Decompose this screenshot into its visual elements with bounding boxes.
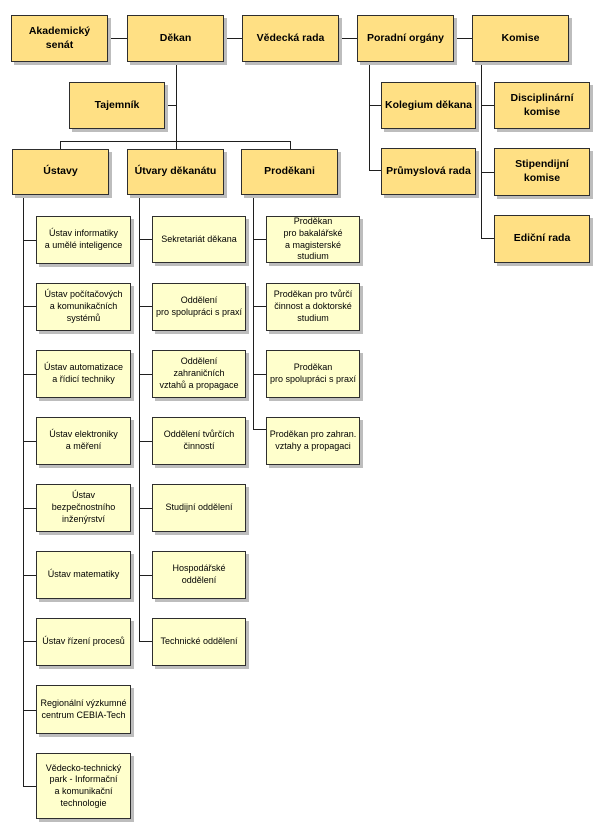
connector-prodekani-spine xyxy=(253,195,254,429)
box-utvar-3: Oddělení zahraničních vztahů a propagace xyxy=(152,350,246,398)
connector-ustavy-item-9 xyxy=(23,786,36,787)
box-prodekan-2: Proděkan pro tvůrčí činnost a doktorské … xyxy=(266,283,360,331)
box-prumyslova-rada: Průmyslová rada xyxy=(381,148,476,195)
box-ustav-3: Ústav automatizace a řídicí techniky xyxy=(36,350,131,398)
box-dekan: Děkan xyxy=(127,15,224,62)
connector-ustavy-item-8 xyxy=(23,710,36,711)
box-ustav-1: Ústav informatiky a umělé inteligence xyxy=(36,216,131,264)
box-edicni-rada: Ediční rada xyxy=(494,215,590,263)
connector-dekan-down xyxy=(176,62,177,141)
connector-prodekani-item-4 xyxy=(253,429,266,430)
box-disciplinarni-komise: Disciplinární komise xyxy=(494,82,590,129)
box-utvar-2: Oddělení pro spolupráci s praxí xyxy=(152,283,246,331)
box-ustav-8: Regionální výzkumné centrum CEBIA-Tech xyxy=(36,685,131,734)
box-tajemnik: Tajemník xyxy=(69,82,165,129)
box-utvar-4: Oddělení tvůrčích činností xyxy=(152,417,246,465)
connector-prodekani-item-2 xyxy=(253,306,266,307)
connector-komise-item-3 xyxy=(481,238,494,239)
box-ustav-7: Ústav řízení procesů xyxy=(36,618,131,666)
box-prodekani: Proděkani xyxy=(241,149,338,195)
connector-ustavy-item-7 xyxy=(23,641,36,642)
box-utvary-dekanatu: Útvary děkanátu xyxy=(127,149,224,195)
connector-komise-item-2 xyxy=(481,172,494,173)
connector-utvary-spine xyxy=(139,195,140,641)
box-utvar-1: Sekretariát děkana xyxy=(152,216,246,263)
connector-utvary-item-1 xyxy=(139,239,152,240)
connector-ustavy-item-6 xyxy=(23,575,36,576)
connector-utvary-item-6 xyxy=(139,575,152,576)
connector-prodekani-item-1 xyxy=(253,239,266,240)
box-poradni-organy: Poradní orgány xyxy=(357,15,454,62)
box-ustavy: Ústavy xyxy=(12,149,109,195)
connector-poradni-spine xyxy=(369,62,370,171)
box-prodekan-3: Proděkan pro spolupráci s praxí xyxy=(266,350,360,398)
connector-prodekani-drop xyxy=(290,141,291,149)
box-stipendijni-komise: Stipendijní komise xyxy=(494,148,590,196)
box-prodekan-1: Proděkan pro bakalářské a magisterské st… xyxy=(266,216,360,263)
box-vedecka-rada: Vědecká rada xyxy=(242,15,339,62)
box-utvar-7: Technické oddělení xyxy=(152,618,246,666)
connector-prodekani-item-3 xyxy=(253,374,266,375)
box-utvar-6: Hospodářské oddělení xyxy=(152,551,246,599)
connector-ustavy-item-2 xyxy=(23,306,36,307)
connector-utvary-item-3 xyxy=(139,374,152,375)
connector-komise-item-1 xyxy=(481,105,494,106)
connector-ustavy-spine xyxy=(23,195,24,787)
box-prodekan-4: Proděkan pro zahran. vztahy a propagaci xyxy=(266,417,360,465)
connector-ustavy-drop xyxy=(60,141,61,149)
connector-komise-spine xyxy=(481,62,482,239)
box-ustav-9: Vědecko-technický park - Informační a ko… xyxy=(36,753,131,819)
box-ustav-6: Ústav matematiky xyxy=(36,551,131,599)
connector-utvary-item-7 xyxy=(139,641,152,642)
connector-ustavy-item-4 xyxy=(23,441,36,442)
connector-poradni-item-2 xyxy=(369,170,381,171)
connector-poradni-item-1 xyxy=(369,105,381,106)
connector-utvary-item-2 xyxy=(139,306,152,307)
connector-ustavy-item-1 xyxy=(23,240,36,241)
connector-utvary-item-4 xyxy=(139,441,152,442)
connector-ustavy-item-3 xyxy=(23,374,36,375)
box-ustav-4: Ústav elektroniky a měření xyxy=(36,417,131,465)
box-akademicky-senat: Akademický senát xyxy=(11,15,108,62)
box-ustav-5: Ústav bezpečnostního inženýrství xyxy=(36,484,131,532)
connector-utvary-item-5 xyxy=(139,508,152,509)
box-komise: Komise xyxy=(472,15,569,62)
box-utvar-5: Studijní oddělení xyxy=(152,484,246,532)
connector-tajemnik xyxy=(165,105,176,106)
box-kolegium-dekana: Kolegium děkana xyxy=(381,82,476,129)
box-ustav-2: Ústav počítačových a komunikačních systé… xyxy=(36,283,131,331)
connector-utvary-drop xyxy=(176,141,177,149)
connector-branches-bar xyxy=(60,141,291,142)
connector-ustavy-item-5 xyxy=(23,508,36,509)
